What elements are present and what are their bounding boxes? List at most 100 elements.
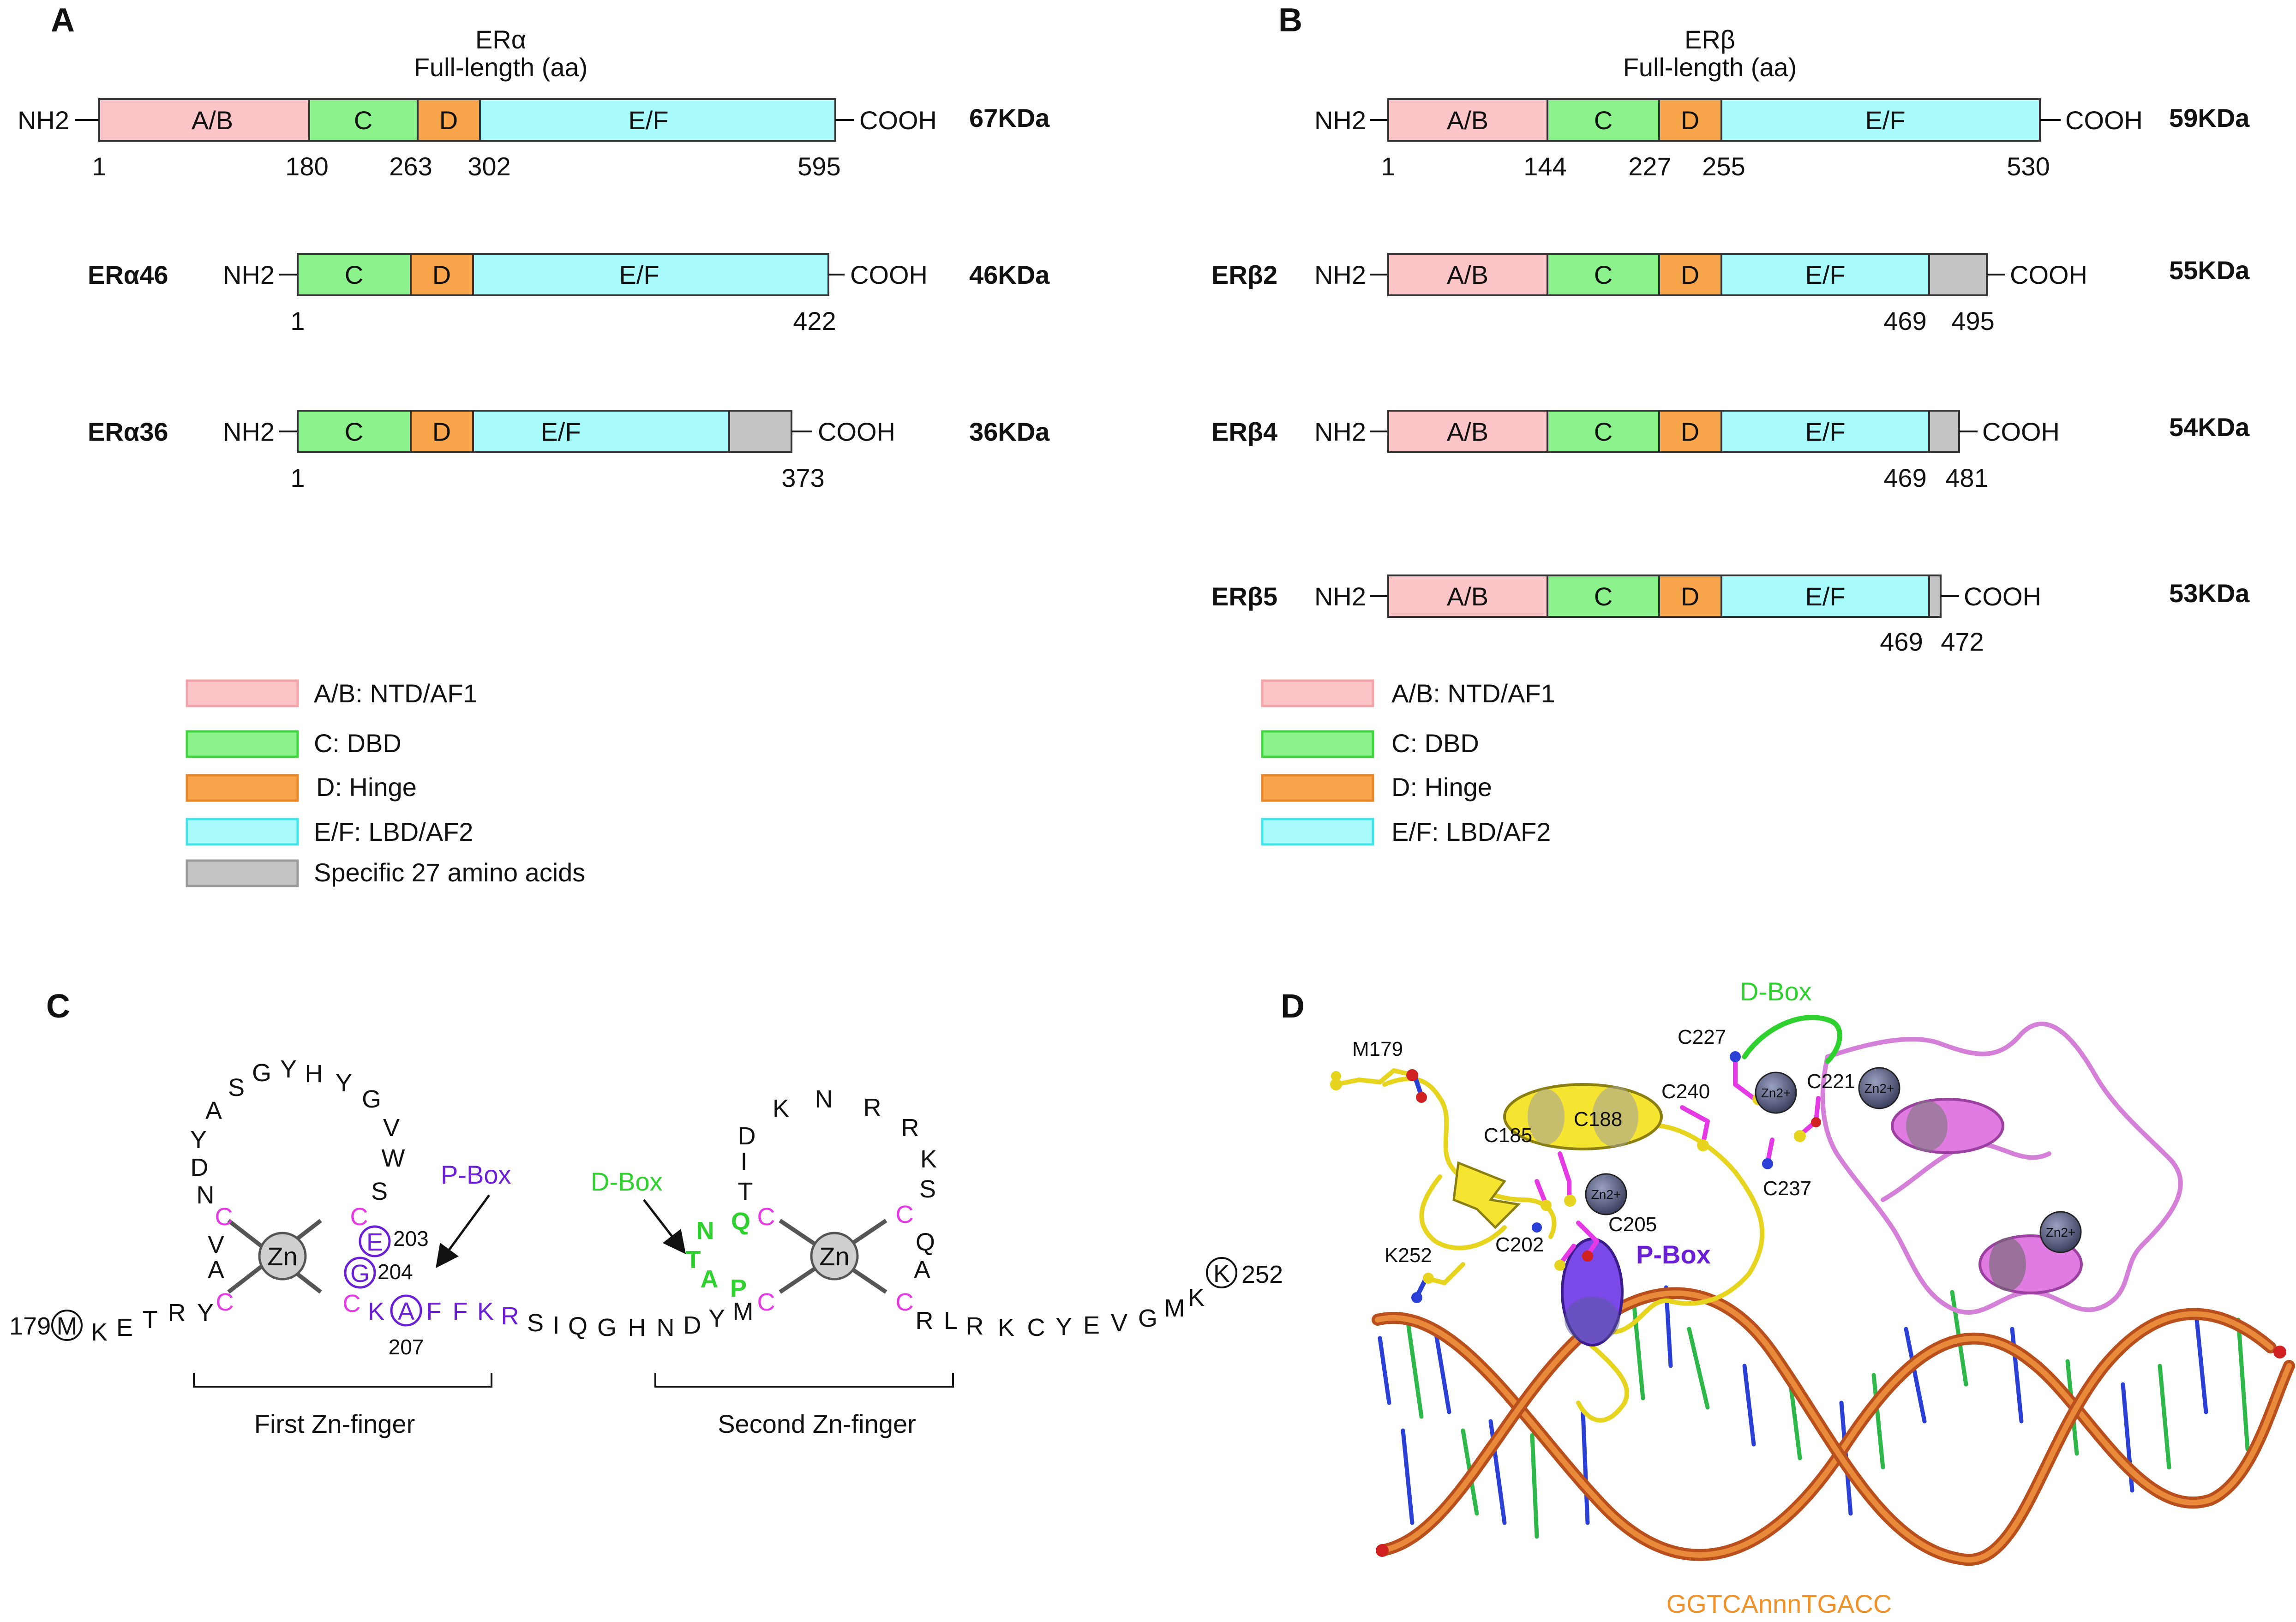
isoform-era46: ERα46 NH2 C D E/F COOH 46KDa 1 422	[88, 253, 1050, 335]
zn-center-second: Zn	[779, 1219, 887, 1294]
isoform-name: ERα46	[88, 260, 168, 289]
residue: Y	[708, 1305, 725, 1332]
isoform-erb4: ERβ4 NH2 A/B C D E/F COOH 54KDa 469 481	[1211, 410, 2250, 492]
segment-ef	[1721, 98, 2041, 142]
segment-d	[1658, 253, 1722, 296]
residue-label: C202	[1495, 1233, 1544, 1256]
position-label: 1	[1381, 152, 1395, 181]
residue: T	[143, 1306, 158, 1334]
residue-label: C221	[1807, 1070, 1855, 1093]
residue: D	[683, 1311, 701, 1339]
residue: V	[208, 1231, 224, 1258]
zinc-label: Zn2+	[1761, 1086, 1791, 1100]
legend-swatch-d	[186, 774, 299, 802]
position-label: 469	[1883, 463, 1926, 492]
residue: Q	[568, 1312, 587, 1340]
segment-specific	[1928, 575, 1942, 618]
segment-c-label: C	[345, 417, 363, 446]
panel-a-subtitle: Full-length (aa)	[414, 53, 588, 82]
segment-c-label: C	[1594, 260, 1613, 289]
legend-swatch-c	[1261, 730, 1374, 758]
cterm-label: COOH	[818, 417, 895, 446]
segment-d	[1658, 410, 1722, 453]
segment-ab	[1387, 575, 1548, 618]
residue-pbox: A	[398, 1298, 414, 1325]
isoform-era-full: NH2 A/B C D E/F COOH 67KDa 1 180 263 302…	[18, 98, 1050, 181]
residue-cysteine: C	[757, 1203, 775, 1231]
bracket-second-finger: Second Zn-finger	[654, 1373, 954, 1438]
residue-dbox: A	[701, 1265, 719, 1293]
position-label: 373	[781, 463, 824, 492]
segment-d-label: D	[1681, 417, 1699, 446]
residue: A	[914, 1256, 930, 1284]
pbox-arrow	[436, 1194, 491, 1269]
residue-dbox: N	[696, 1217, 714, 1245]
segment-d-label: D	[1681, 260, 1699, 289]
position-label: 530	[2007, 152, 2050, 181]
zn-label: Zn	[819, 1242, 849, 1271]
segment-ef-label: E/F	[619, 260, 659, 289]
residue: I	[552, 1311, 559, 1339]
residue-dbox: T	[686, 1246, 701, 1274]
pbox-label: P-Box	[441, 1160, 511, 1189]
zinc-ion: Zn2+	[1858, 1067, 1900, 1109]
residue: I	[740, 1148, 747, 1175]
dna-helix	[1372, 1285, 2295, 1566]
segment-d-label: D	[439, 106, 458, 135]
zinc-ion: Zn2+	[1585, 1173, 1627, 1215]
dbox-arrow	[643, 1199, 686, 1254]
nterm-label: NH2	[1314, 106, 1366, 135]
residue-pbox: R	[501, 1302, 519, 1330]
segment-specific	[728, 410, 792, 453]
kda-label: 67KDa	[969, 103, 1050, 132]
residue-pbox: F	[453, 1298, 468, 1325]
residue-sequence: 179 M K E T R Y C A V C N D Y A S G Y H …	[9, 1055, 1283, 1346]
kda-label: 54KDa	[2169, 413, 2250, 442]
position-label: 469	[1883, 306, 1926, 335]
isoform-era36: ERα36 NH2 C D E/F COOH 36KDa 1 373	[88, 410, 1050, 492]
residue-label: C227	[1678, 1026, 1726, 1048]
zinc-label: Zn2+	[1864, 1081, 1894, 1095]
residue-cysteine: C	[896, 1201, 914, 1228]
legend-swatch-specific	[186, 859, 299, 887]
residue: N	[815, 1085, 833, 1113]
residue-label: C185	[1484, 1124, 1532, 1147]
position-label: 302	[468, 152, 510, 181]
legend-swatch-d	[1261, 774, 1374, 802]
zn-circle	[258, 1232, 307, 1281]
helix-violet-a	[1891, 1098, 2004, 1154]
segment-specific	[1928, 253, 1988, 296]
isoform-erb-full: NH2 A/B C D E/F COOH 59KDa 1 144 227 255…	[1314, 98, 2250, 181]
segment-ab	[1387, 410, 1548, 453]
legend-label: A/B: NTD/AF1	[314, 679, 478, 708]
residue: D	[191, 1154, 209, 1181]
residue: L	[944, 1307, 958, 1335]
zinc-label: Zn2+	[2046, 1225, 2076, 1239]
isoform-name: ERα36	[88, 417, 168, 446]
sheet-yellow	[1452, 1161, 1521, 1229]
residue: G	[1138, 1305, 1157, 1332]
residue: Y	[280, 1055, 297, 1083]
segment-d	[417, 98, 481, 142]
panel-b: B ERβ Full-length (aa) NH2 A/B C D E/F C…	[1211, 2, 2250, 846]
segment-c-label: C	[1594, 417, 1613, 446]
residue: M	[57, 1312, 78, 1340]
position-label: 1	[290, 463, 305, 492]
legend-label: D: Hinge	[316, 772, 417, 802]
zinc-ion: Zn2+	[2039, 1211, 2082, 1253]
residue: G	[597, 1314, 617, 1341]
position-label: 469	[1880, 627, 1923, 656]
residue: K	[920, 1145, 937, 1173]
cterm-label: COOH	[1982, 417, 2060, 446]
residue: S	[228, 1074, 245, 1101]
residue: R	[168, 1299, 186, 1327]
legend-label: E/F: LBD/AF2	[1391, 817, 1551, 846]
residue-cysteine: C	[215, 1203, 233, 1231]
segment-c-label: C	[354, 106, 372, 135]
cterm-label: COOH	[2010, 260, 2087, 289]
residue: Y	[1055, 1313, 1072, 1341]
residue-number: 207	[389, 1335, 424, 1359]
segment-ef	[472, 410, 730, 453]
residue-label: K252	[1385, 1244, 1432, 1267]
cterm-label: COOH	[2065, 106, 2143, 135]
